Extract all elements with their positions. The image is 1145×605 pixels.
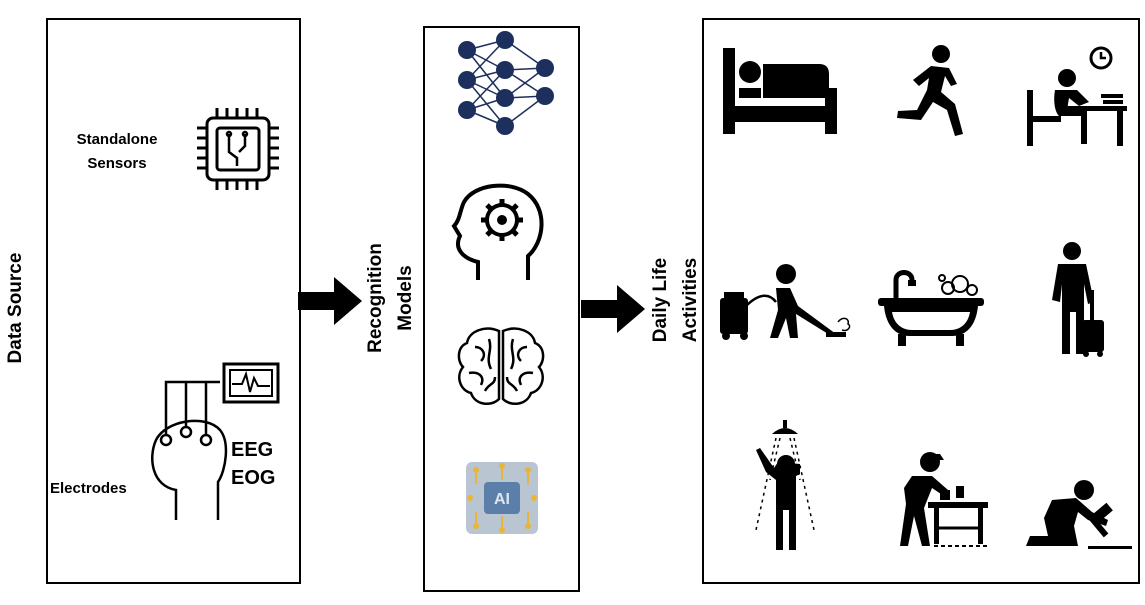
traveling-with-luggage-icon xyxy=(1052,242,1104,357)
studying-icon xyxy=(1027,46,1127,146)
neural-network-icon xyxy=(458,31,554,135)
hammering-icon xyxy=(1026,480,1132,549)
vacuuming-icon xyxy=(720,264,851,340)
recognition-models-title: Recognition Models xyxy=(365,243,416,353)
monitor-icon xyxy=(222,362,280,404)
chip-icon xyxy=(197,108,279,190)
data-source-title: Data Source xyxy=(5,252,26,364)
eeg-eog-label: EEG EOG xyxy=(231,439,276,489)
standalone-sensors-label: Standalone Sensors xyxy=(76,131,158,172)
carpentry-icon xyxy=(900,452,988,547)
sleeping-icon xyxy=(723,48,837,134)
brain-icon xyxy=(457,327,545,406)
head-gear-brain-icon xyxy=(451,183,544,280)
arrow-right-icon xyxy=(298,277,362,325)
running-icon xyxy=(897,45,963,136)
showering-icon xyxy=(755,420,815,550)
bathtub-icon xyxy=(878,270,984,346)
ai-chip-icon: AI xyxy=(466,462,538,534)
arrow-right-icon xyxy=(581,285,645,333)
head-electrodes-icon xyxy=(151,380,228,520)
electrodes-label: Electrodes xyxy=(50,480,127,497)
svg-text:AI: AI xyxy=(494,491,510,508)
daily-life-activities-title: Daily Life Activities xyxy=(650,257,701,343)
